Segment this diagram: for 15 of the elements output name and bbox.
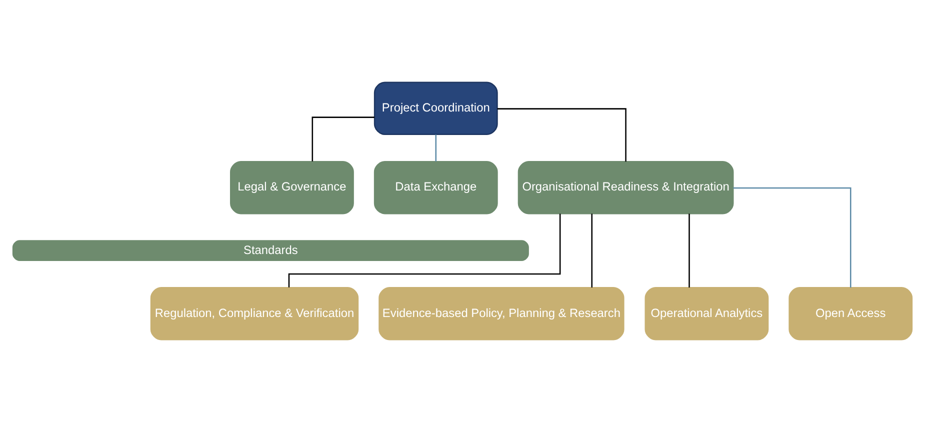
- connector: [497, 108, 626, 162]
- node-box: Standards: [12, 240, 529, 261]
- node-box: Project Coordination: [374, 81, 498, 134]
- node-box: Open Access: [788, 286, 913, 340]
- connector: [733, 186, 852, 288]
- node-box: Legal & Governance: [230, 160, 354, 214]
- connector: [312, 116, 374, 161]
- connector: [688, 213, 690, 288]
- node-box: Organisational Readiness & Integration: [518, 160, 734, 214]
- node-box: Regulation, Compliance & Verification: [150, 286, 359, 340]
- node-box: Data Exchange: [374, 160, 498, 214]
- node-box: Evidence-based Policy, Planning & Research: [378, 286, 624, 340]
- node-box: Operational Analytics: [644, 286, 769, 340]
- connector: [435, 134, 437, 161]
- connector: [591, 213, 593, 288]
